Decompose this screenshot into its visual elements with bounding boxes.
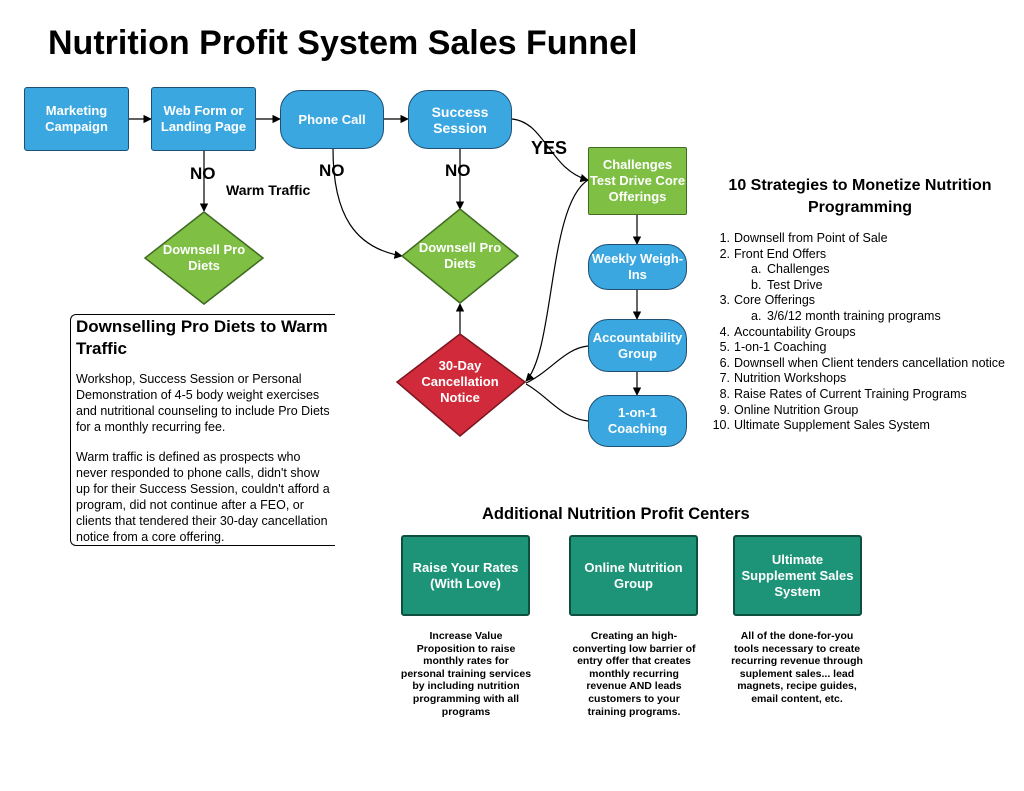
profit-center-title: Online Nutrition Group: [584, 559, 683, 591]
list-item: 9.Online Nutrition Group: [719, 402, 859, 417]
weekly-weighins-label: Weekly Weigh-Ins: [591, 251, 684, 282]
downselling-bracket: [70, 314, 335, 546]
warm-traffic-label: Warm Traffic: [226, 182, 311, 198]
list-item: 5.1-on-1 Coaching: [719, 340, 827, 355]
accountability-group-box: Accountability Group: [588, 319, 687, 372]
webform-label: Web Form or Landing Page: [160, 103, 247, 134]
list-item: 10.Ultimate Supplement Sales System: [712, 418, 930, 433]
list-item: 4.Accountability Groups: [719, 324, 856, 339]
list-item: 7.Nutrition Workshops: [719, 371, 847, 386]
profit-center-raise-rates: Raise Your Rates (With Love): [401, 535, 530, 616]
coaching-box: 1-on-1 Coaching: [588, 395, 687, 447]
profit-center-title: Ultimate Supplement Sales System: [741, 551, 854, 599]
challenges-label: Challenges Test Drive Core Offerings: [589, 157, 686, 204]
success-session-label: Success Session: [431, 103, 489, 136]
phone-call-box: Phone Call: [280, 90, 384, 149]
downsell-left-shape: [143, 211, 265, 305]
downselling-paragraph-2: Warm traffic is defined as prospects who…: [76, 450, 330, 544]
strategies-heading: 10 Strategies to Monetize Nutrition Prog…: [728, 177, 992, 216]
profit-center-supplement: Ultimate Supplement Sales System: [733, 535, 862, 616]
arrow-accountability-to-cancellation: [525, 345, 589, 384]
arrow-coaching-to-cancellation: [525, 383, 589, 422]
profit-center-online-group: Online Nutrition Group: [569, 535, 698, 616]
list-item: a.Challenges: [751, 262, 830, 277]
list-item: 2.Front End Offers: [719, 246, 827, 261]
cancellation-shape: [395, 333, 527, 437]
list-item: 8.Raise Rates of Current Training Progra…: [719, 386, 967, 401]
downsell-center-shape: [400, 208, 520, 304]
weekly-weighins-box: Weekly Weigh-Ins: [588, 244, 687, 290]
downselling-paragraph-1: Workshop, Success Session or Personal De…: [76, 372, 330, 434]
no-label-phone: NO: [319, 161, 345, 180]
arrow-success-to-challenges: [511, 118, 589, 183]
marketing-campaign-label: Marketing Campaign: [45, 103, 108, 134]
list-item: 6.Downsell when Client tenders cancellat…: [719, 355, 1005, 370]
phone-call-label: Phone Call: [298, 111, 366, 127]
page-title: Nutrition Profit System Sales Funnel: [48, 24, 638, 62]
marketing-campaign-box: Marketing Campaign: [24, 87, 129, 151]
accountability-group-label: Accountability Group: [592, 329, 683, 361]
success-session-box: Success Session: [408, 90, 512, 149]
coaching-label: 1-on-1 Coaching: [607, 405, 668, 436]
profit-center-desc-raise-rates: Increase Value Proposition to raise mont…: [400, 630, 532, 718]
profit-center-desc-online-group: Creating an high-converting low barrier …: [572, 630, 696, 718]
profit-center-desc-supplement: All of the done-for-you tools necessary …: [731, 630, 863, 705]
arrow-phone-to-downsell: [332, 148, 403, 259]
list-item: b.Test Drive: [751, 277, 823, 292]
list-item: a.3/6/12 month training programs: [751, 308, 941, 323]
challenges-box: Challenges Test Drive Core Offerings: [588, 147, 687, 215]
webform-box: Web Form or Landing Page: [151, 87, 256, 151]
profit-center-title: Raise Your Rates (With Love): [412, 559, 519, 591]
no-label-webform: NO: [190, 164, 216, 183]
list-item: 1.Downsell from Point of Sale: [719, 231, 888, 245]
downselling-heading: Downselling Pro Diets to Warm Traffic: [76, 317, 328, 358]
strategies-list: 1.Downsell from Point of Sale 2.Front En…: [704, 231, 1005, 434]
no-label-success: NO: [445, 161, 471, 180]
yes-label: YES: [531, 138, 568, 158]
cancellation-label: 30-Day Cancellation Notice: [421, 358, 499, 405]
arrow-challenges-to-cancellation: [525, 179, 589, 382]
profit-centers-heading: Additional Nutrition Profit Centers: [482, 505, 750, 523]
downsell-left-label: Downsell Pro Diets: [162, 242, 246, 273]
list-item: 3.Core Offerings: [719, 293, 816, 308]
downsell-center-label: Downsell Pro Diets: [418, 240, 502, 271]
